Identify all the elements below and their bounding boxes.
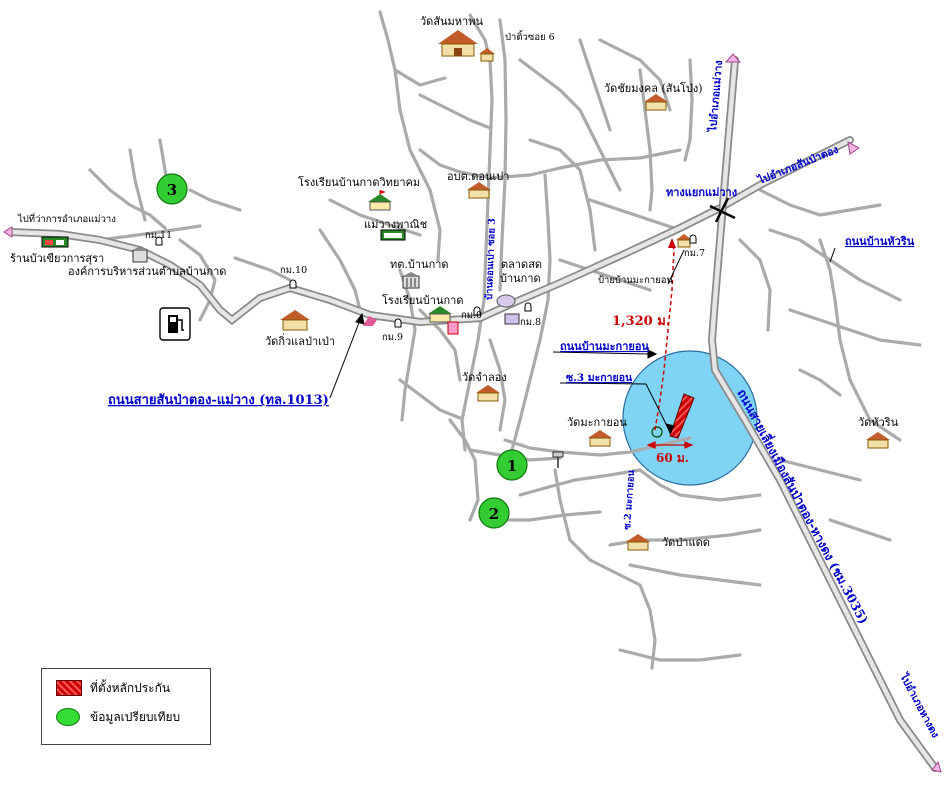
highway-3035	[707, 56, 939, 772]
market-icon	[496, 294, 516, 308]
label-post-office-ban-kat: ทต.บ้านกาด	[390, 258, 449, 271]
school-marker-icon	[447, 321, 459, 335]
label-obt-don-pao: อบต.ดอนเปา	[447, 170, 509, 183]
label-road-ban-hua-rin: ถนนบ้านหัวริน	[845, 235, 915, 248]
label-km7: กม.7	[684, 248, 705, 259]
label-market-ban-kat-1: ตลาดสด	[501, 258, 542, 271]
comparison-marker-1	[496, 449, 528, 481]
place-labels: วัดสันมหาพน ป่าติ้วซอย 6 วัดชัยมงคล (สัน…	[10, 15, 899, 549]
label-wat-ma-kai-on: วัดมะกายอน	[567, 416, 627, 429]
label-to-san-pa-tong: ไปอำเภอสันป่าตอง	[755, 143, 840, 187]
temple-icon	[588, 430, 612, 447]
temple-icon	[467, 182, 491, 199]
label-soi-2-ma-kai-on: ซ.2 มะกายอน	[622, 469, 637, 530]
legend-label-collateral: ที่ตั้งหลักประกัน	[90, 680, 171, 695]
office-icon	[132, 246, 148, 263]
label-km8: กม.8	[520, 317, 541, 328]
highway-1013	[6, 136, 854, 327]
label-frontage-60: 60 ม.	[656, 451, 689, 465]
temples	[280, 30, 890, 551]
distance-path	[654, 241, 675, 431]
label-road-don-pao-soi-3: บ้านดอนเปา ซอย 3	[483, 218, 498, 300]
comparison-marker-2-label: 2	[489, 505, 499, 523]
soi-point	[651, 426, 663, 438]
label-pa-tio-soi: ป่าติ้วซอย 6	[505, 30, 555, 43]
distance-arrow-head	[668, 238, 676, 248]
label-wat-san-maha-phon: วัดสันมหาพน	[420, 15, 483, 28]
temple-icon	[644, 94, 668, 111]
label-ma-kai-on-sign: ป้ายบ้านมะกายอน	[598, 275, 674, 286]
temple-icon	[479, 48, 495, 62]
flag-icon	[363, 316, 377, 326]
road-end-arrows	[3, 53, 942, 773]
legend-label-comparison: ข้อมูลเปรียบเทียบ	[90, 709, 181, 724]
label-district-office: ไปที่ว่าการอำเภอแม่วาง	[17, 212, 116, 225]
temple-icon	[866, 432, 890, 449]
label-wat-kio-lae-pao: วัดกิ่วแลป่าเป่า	[265, 333, 335, 348]
office-icon	[402, 272, 420, 289]
label-wat-hua-rin: วัดหัวริน	[858, 416, 899, 429]
label-mae-wang-junction: ทางแยกแม่วาง	[666, 186, 737, 199]
label-soi-3-ma-kai-on: ซ.3 มะกายอน	[566, 372, 633, 384]
pointer-lines	[329, 247, 836, 435]
gas-station-icon	[159, 307, 191, 341]
shop-icon	[41, 236, 69, 248]
legend: ที่ตั้งหลักประกัน ข้อมูลเปรียบเทียบ	[41, 668, 211, 745]
label-km11: กม.11	[145, 230, 172, 241]
label-km10: กม.10	[280, 265, 307, 276]
label-road-1013: ถนนสายสันป่าตอง-แม่วาง (ทล.1013)	[108, 393, 329, 408]
temple-icon	[476, 385, 500, 402]
label-wat-pa-daet: วัดป่าแดด	[662, 536, 710, 549]
study-area-circle	[622, 350, 758, 486]
label-school-ban-kat: โรงเรียนบ้านกาด	[382, 293, 463, 307]
temple-icon	[438, 30, 478, 57]
temple-icon	[280, 310, 310, 331]
comparison-swatch	[56, 708, 80, 726]
market-icon	[504, 313, 520, 325]
label-sao-ban-kat: องค์การบริหารส่วนตำบลบ้านกาด	[68, 265, 226, 278]
comparison-marker-3-label: 3	[167, 181, 177, 199]
junction-marker	[709, 197, 736, 223]
collateral-parcel	[669, 393, 695, 439]
legend-row-collateral: ที่ตั้งหลักประกัน	[56, 677, 170, 699]
label-km9: กม.9	[382, 332, 403, 343]
comparison-marker-3	[156, 173, 188, 205]
label-wat-chai-mongkhon: วัดชัยมงคล (สันโป่ง)	[604, 81, 703, 95]
school-icon	[368, 190, 392, 211]
label-road-3035: ถนนสายเลี่ยงเมืองสันป่าตอง-หางดง (ชม.303…	[734, 386, 872, 626]
label-market-ban-kat-2: บ้านกาด	[500, 272, 541, 285]
signpost-icon	[552, 451, 564, 468]
label-to-mae-wang: ไปอำเภอแม่วาง	[706, 60, 725, 133]
label-km0: กม.0	[461, 310, 482, 321]
shop-icon	[380, 229, 406, 241]
comparison-marker-1-label: 1	[507, 457, 517, 475]
label-road-ban-ma-kai-on: ถนนบ้านมะกายอน	[560, 340, 649, 353]
comparison-marker-2	[478, 497, 510, 529]
temple-icon	[626, 534, 650, 551]
comparison-markers: 3 1 2	[156, 173, 528, 529]
label-mae-wang-phanit: แม่วางพาณิช	[364, 218, 427, 231]
legend-row-comparison: ข้อมูลเปรียบเทียบ	[56, 706, 180, 728]
label-distance-1320: 1,320 ม.	[612, 314, 670, 329]
collateral-swatch	[56, 680, 82, 696]
school-icon	[428, 306, 452, 323]
km-labels: กม.11 กม.10 กม.9 กม.0 กม.8 กม.7	[145, 230, 705, 343]
label-wat-cham-long: วัดจำลอง	[462, 371, 507, 384]
frontage-arrow	[646, 441, 694, 449]
buildings	[41, 190, 697, 468]
label-school-ban-kat-witthayakhom: โรงเรียนบ้านกาดวิทยาคม	[298, 175, 420, 189]
label-liquor-shop: ร้านบัวเขียวการสุรา	[10, 252, 104, 265]
km-post-icon	[155, 234, 697, 328]
